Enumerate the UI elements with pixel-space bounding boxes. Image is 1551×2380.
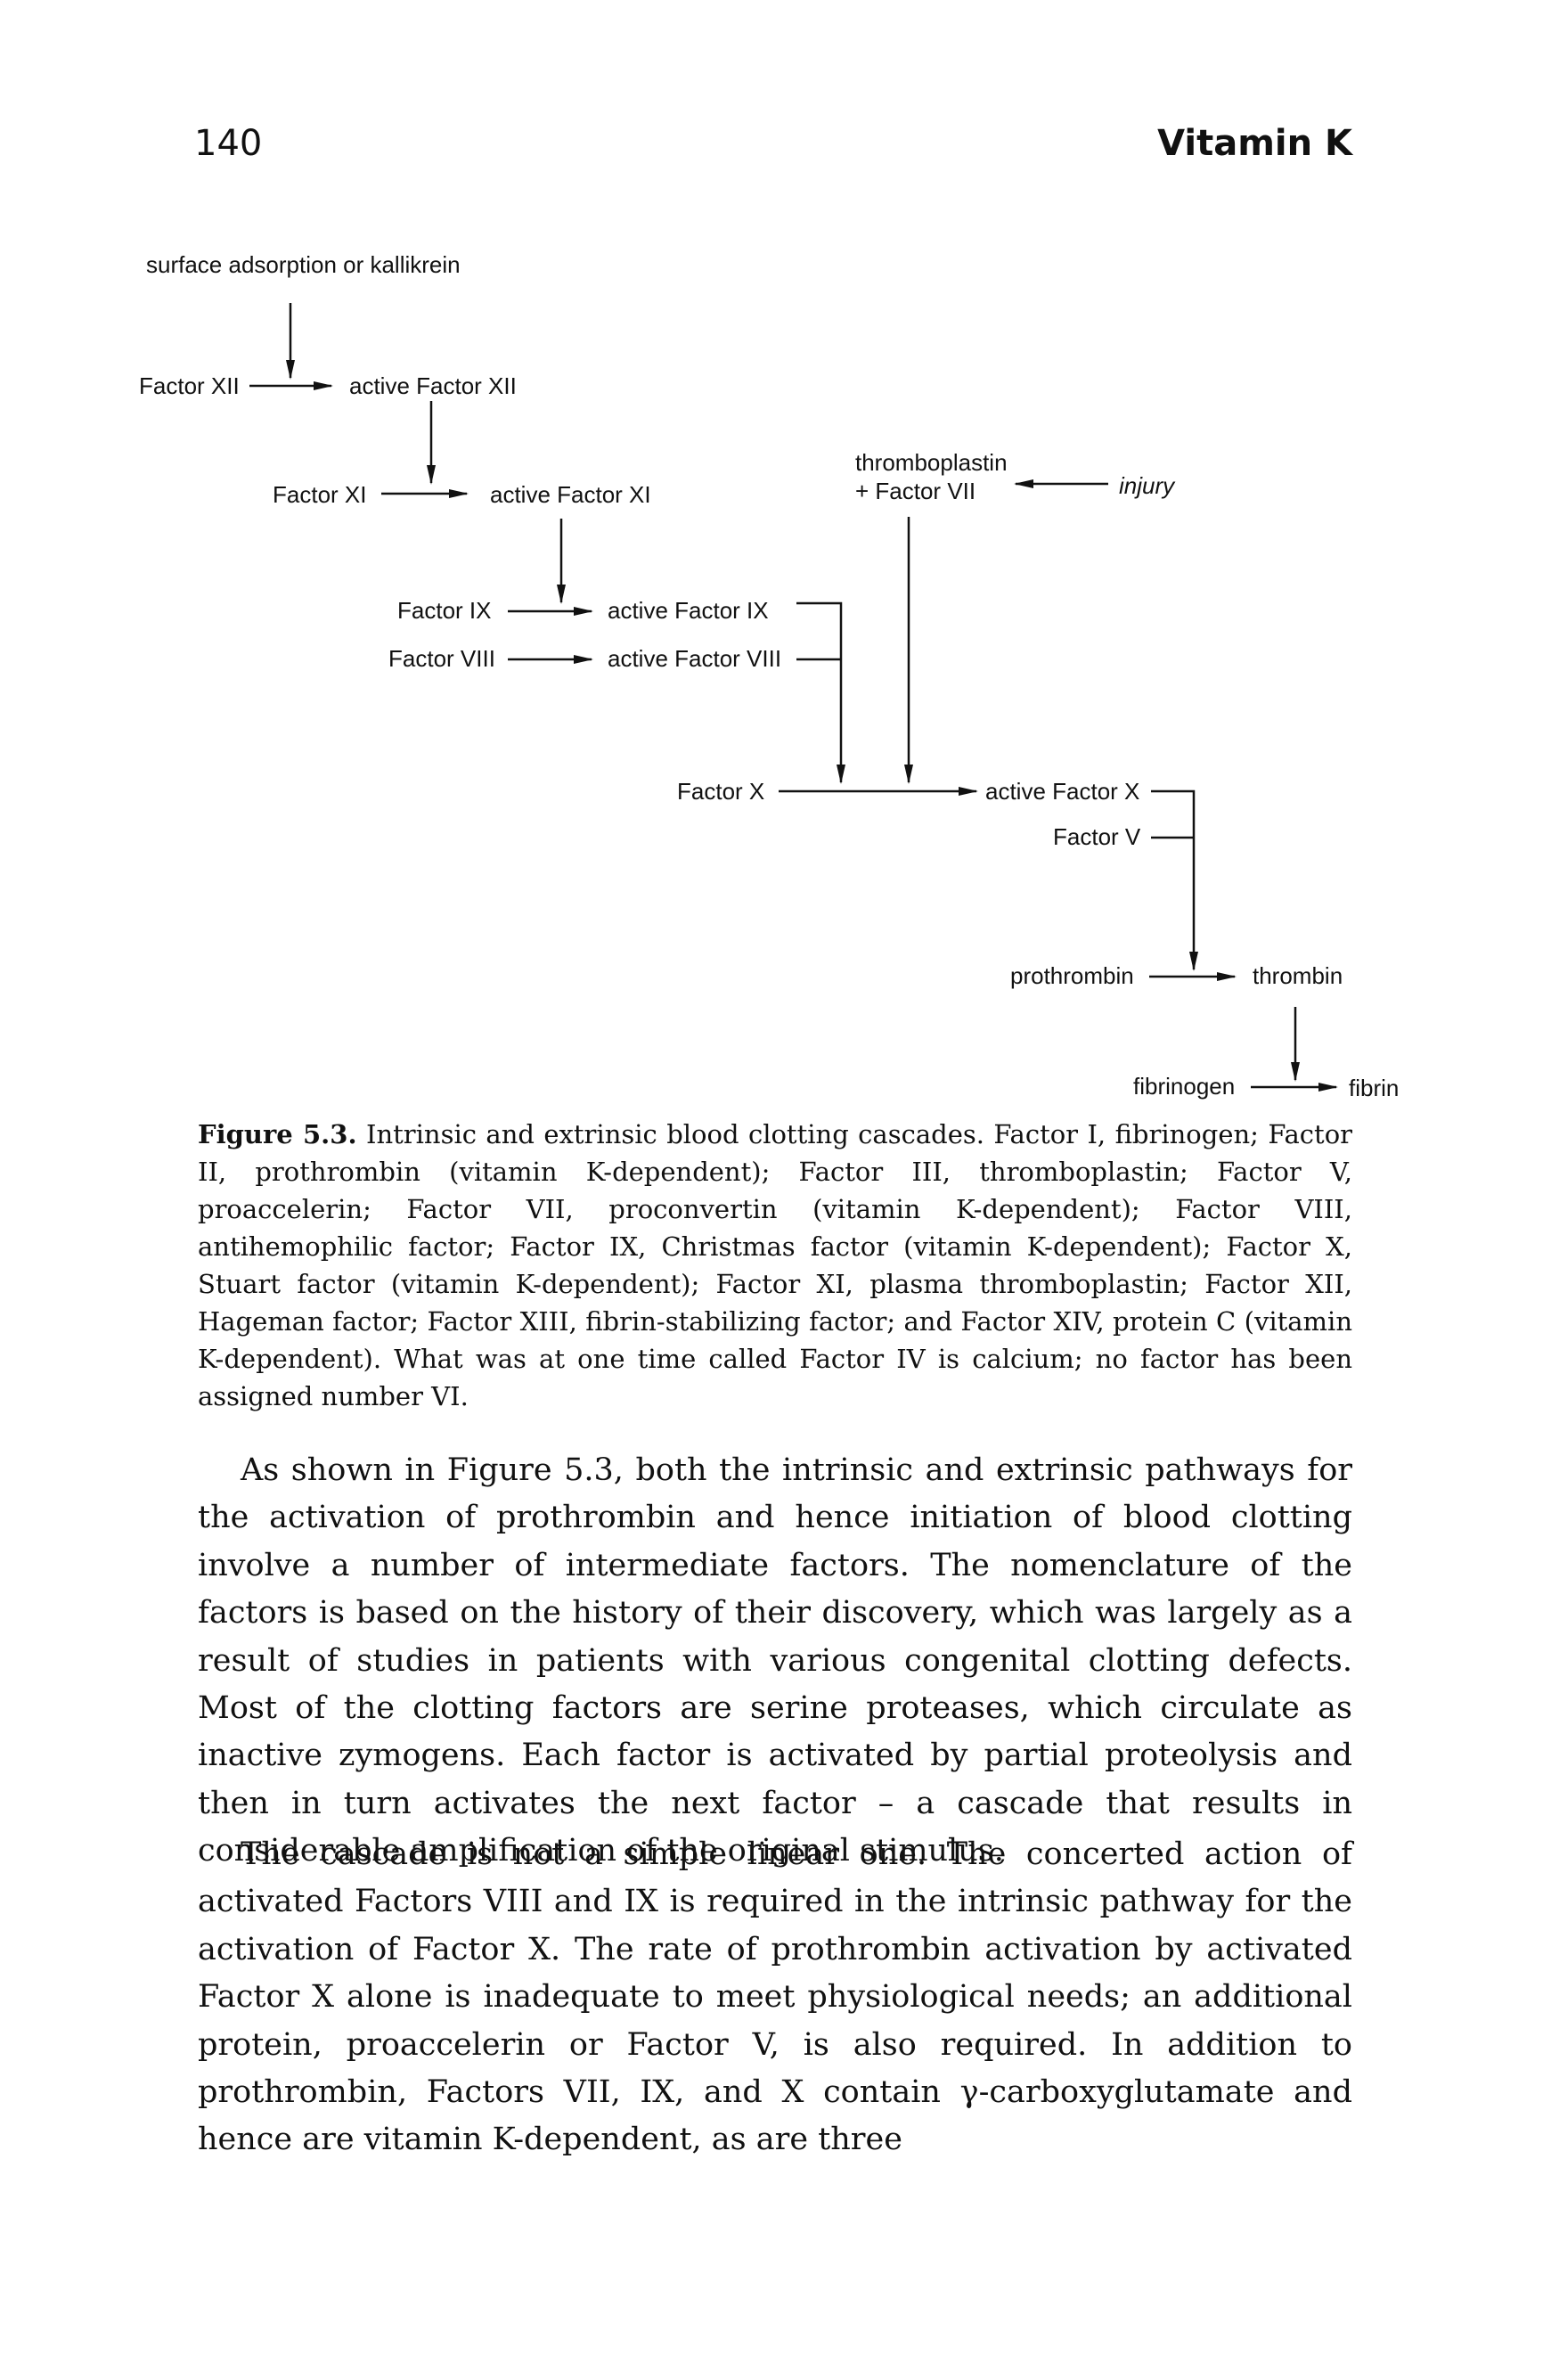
- label-fibrinogen: fibrinogen: [1133, 1073, 1235, 1100]
- label-factor-ix: Factor IX: [397, 597, 491, 624]
- arrow-ix-viii-to-x: [796, 601, 845, 784]
- label-fibrin: fibrin: [1349, 1075, 1399, 1101]
- clotting-cascade-diagram: surface adsorption or kallikrein Factor …: [0, 241, 1551, 1114]
- page-number: 140: [194, 123, 263, 164]
- caption-text: Intrinsic and extrinsic blood clotting c…: [198, 1119, 1353, 1411]
- label-thrombin: thrombin: [1253, 962, 1343, 989]
- label-factor-xii: Factor XII: [139, 372, 240, 399]
- label-factor-x: Factor X: [677, 778, 764, 805]
- label-active-factor-ix: active Factor IX: [608, 597, 769, 624]
- running-head: 140 Vitamin K: [194, 123, 1352, 176]
- label-thromboplastin: thromboplastin: [855, 449, 1008, 476]
- caption-label: Figure 5.3.: [198, 1119, 357, 1149]
- label-prothrombin: prothrombin: [1010, 962, 1134, 989]
- label-factor-v: Factor V: [1053, 823, 1141, 850]
- arrow-xa-v-to-prothrombin: [1151, 789, 1198, 971]
- cascade-svg: surface adsorption or kallikrein Factor …: [139, 251, 1399, 1101]
- label-active-factor-xi: active Factor XI: [490, 481, 651, 508]
- body-paragraph-2: The cascade is not a simple linear one. …: [198, 1836, 1352, 2158]
- label-active-factor-viii: active Factor VIII: [608, 645, 781, 672]
- label-trigger: surface adsorption or kallikrein: [146, 251, 461, 278]
- label-factor-xi: Factor XI: [273, 481, 366, 508]
- running-title: Vitamin K: [1157, 123, 1352, 164]
- figure-caption: Figure 5.3. Intrinsic and extrinsic bloo…: [198, 1116, 1352, 1415]
- label-injury: injury: [1119, 472, 1176, 499]
- label-active-factor-x: active Factor X: [985, 778, 1139, 805]
- label-factor-viii: Factor VIII: [388, 645, 495, 672]
- body-paragraph-1: As shown in Figure 5.3, both the intrins…: [198, 1452, 1352, 1869]
- label-factor-vii: + Factor VII: [855, 478, 975, 504]
- label-active-factor-xii: active Factor XII: [349, 372, 517, 399]
